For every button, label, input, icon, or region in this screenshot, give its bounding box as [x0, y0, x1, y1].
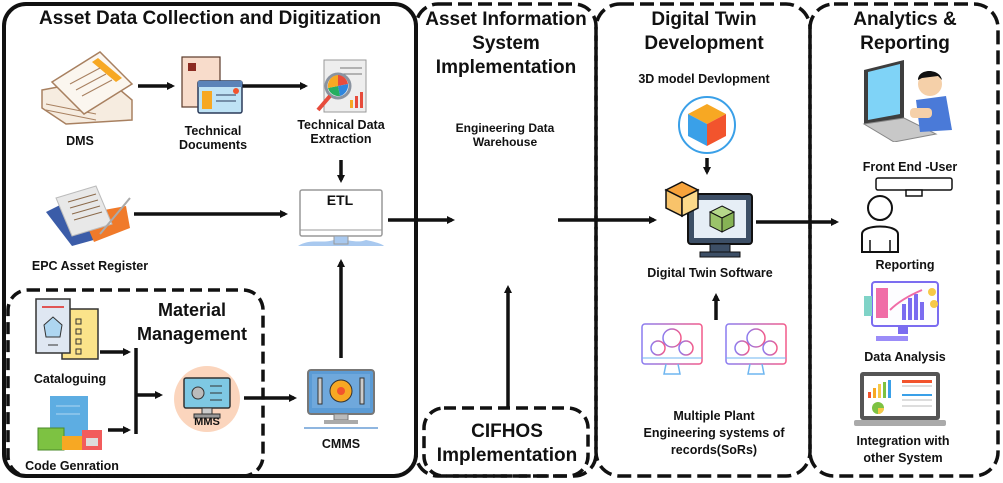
reporting-label: Reporting: [875, 258, 935, 272]
3d-model-icon: [678, 96, 736, 154]
cifhos-border: [422, 406, 590, 478]
section-title-dt: Digital Twin Development: [644, 9, 764, 54]
front-end-user-label: Front End -User: [862, 160, 958, 174]
sor-system-icon: [641, 323, 703, 375]
cmms-label: CMMS: [321, 437, 361, 451]
cataloguing-icon: [35, 298, 99, 360]
digital-twin-software-label: Digital Twin Software: [647, 266, 773, 280]
section-title-analytics: Analytics & Reporting: [853, 9, 957, 54]
cataloguing-label: Cataloguing: [33, 372, 107, 386]
dms-label: DMS: [66, 134, 94, 148]
etl-monitor-icon: [298, 189, 384, 246]
section-dt-border: [594, 2, 812, 478]
technical-documents-icon: [181, 56, 243, 114]
engineering-data-warehouse-label: Engineering Data Warehouse: [455, 121, 555, 149]
integration-system-icon: [854, 372, 946, 426]
reporting-person-icon: [861, 177, 953, 253]
digital-twin-software-icon: [664, 181, 753, 258]
code-generation-label: Code Genration: [25, 459, 119, 473]
section-title-ais: Asset Information System Implementation: [425, 9, 587, 78]
technical-data-extraction-label: Technical Data Extraction: [297, 118, 385, 147]
epc-asset-register-label: EPC Asset Register: [31, 259, 149, 273]
epc-asset-register-icon: [46, 185, 131, 246]
etl-label: ETL: [326, 192, 354, 208]
cifhos-label: CIFHOS Implementation: [436, 421, 578, 466]
material-management-border: [6, 288, 265, 478]
dms-icon: [41, 51, 134, 125]
section-title-collection: Asset Data Collection and Digitization: [38, 8, 382, 29]
section-analytics-border: [808, 2, 1000, 478]
front-end-user-icon: [862, 60, 952, 142]
3d-model-label: 3D model Devlopment: [638, 72, 770, 86]
technical-data-extraction-icon: [316, 59, 367, 113]
data-analysis-icon: [864, 281, 939, 341]
material-management-title: Material Management: [136, 300, 248, 344]
sors-label: Multiple Plant Engineering systems of re…: [643, 409, 785, 457]
data-analysis-label: Data Analysis: [864, 350, 946, 364]
sor-system-icon: [725, 323, 787, 375]
mms-icon: [174, 366, 240, 432]
code-generation-icon: [37, 396, 102, 451]
mms-label: MMS: [194, 416, 220, 428]
integration-label: Integration with other System: [856, 434, 950, 465]
technical-documents-label: Technical Documents: [178, 124, 248, 153]
cmms-icon: [304, 369, 378, 429]
